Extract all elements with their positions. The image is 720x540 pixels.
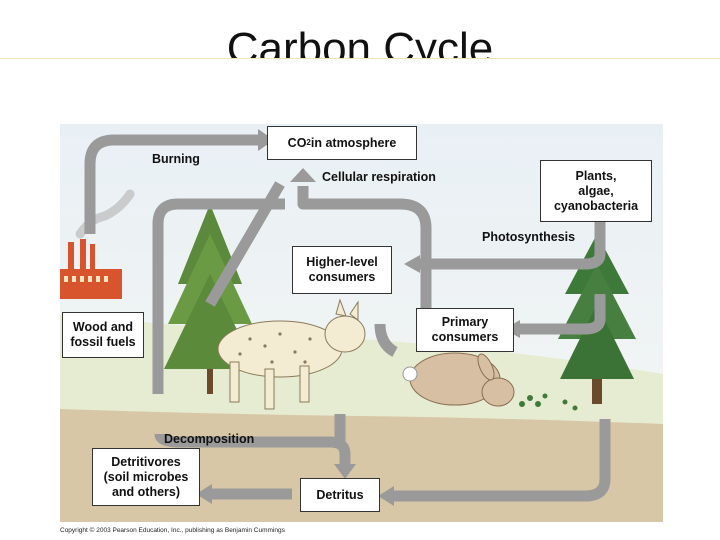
wood-fuels-box: Wood and fossil fuels <box>62 312 144 358</box>
title-bar: Carbon Cycle <box>0 0 720 59</box>
lynx-illustration <box>217 298 366 410</box>
rabbit-illustration <box>402 352 515 407</box>
decomposition-label: Decomposition <box>164 432 255 446</box>
small-plants <box>519 393 578 411</box>
wood-fuels-label: Wood and fossil fuels <box>70 320 136 349</box>
flow-arrows <box>84 134 611 502</box>
primary-consumers-label: Primary consumers <box>431 315 499 344</box>
photosynthesis-label: Photosynthesis <box>482 230 576 244</box>
detritus-label: Detritus <box>316 487 364 502</box>
cellular-respiration-label: Cellular respiration <box>322 170 436 184</box>
page-title: Carbon Cycle <box>226 24 494 59</box>
plants-label: Plants, algae, cyanobacteria <box>553 168 639 213</box>
co2-subscript: 2 <box>306 138 311 148</box>
plants-box: Plants, algae, cyanobacteria <box>540 160 652 222</box>
detritivores-box: Detritivores (soil microbes and others) <box>92 448 200 506</box>
detritus-box: Detritus <box>300 478 380 512</box>
co2-label: CO <box>287 135 307 150</box>
higher-consumers-box: Higher-level consumers <box>292 246 392 294</box>
burning-label: Burning <box>152 152 200 166</box>
detritivores-label: Detritivores (soil microbes and others) <box>103 454 189 499</box>
higher-consumers-label: Higher-level consumers <box>306 255 378 284</box>
primary-consumers-box: Primary consumers <box>416 308 514 352</box>
co2-rest-label: in atmosphere <box>310 135 397 150</box>
copyright-text: Copyright © 2003 Pearson Education, Inc.… <box>60 527 285 534</box>
